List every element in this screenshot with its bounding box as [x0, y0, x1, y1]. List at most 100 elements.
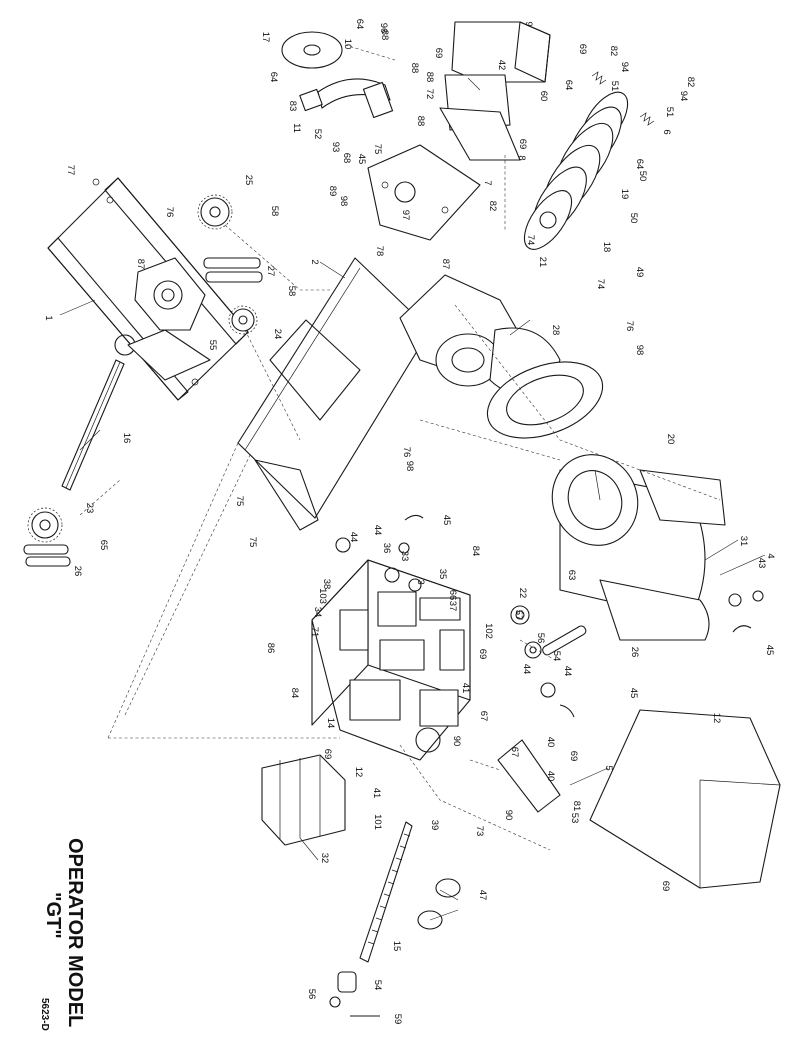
part-label-98-1: 98 [338, 196, 349, 207]
part-label-47: 47 [477, 890, 488, 901]
part-label-76-3: 76 [401, 447, 412, 458]
motor-31 [551, 454, 726, 641]
part-label-82-3: 82 [487, 201, 498, 212]
roller-chains [23, 257, 587, 656]
misc-hardware-right [510, 590, 764, 718]
part-label-58-2: 58 [286, 286, 297, 297]
threaded-rod [359, 821, 413, 963]
part-label-12-2: 12 [353, 767, 364, 778]
springs-51 [591, 71, 655, 126]
part-label-58-1: 58 [269, 206, 280, 217]
part-label-84-2: 84 [289, 688, 300, 699]
part-label-76-1: 76 [164, 207, 175, 218]
pulley-17 [281, 31, 343, 69]
part-label-63: 63 [566, 570, 577, 581]
part-label-5: 5 [603, 765, 614, 770]
part-label-54-1: 54 [372, 980, 383, 991]
part-label-72: 72 [424, 89, 435, 100]
part-label-56-2: 56 [535, 633, 546, 644]
part-label-19: 19 [619, 189, 630, 200]
part-label-90-1: 90 [451, 736, 462, 747]
part-label-87-1: 87 [135, 259, 146, 270]
part-label-88-1: 88 [379, 30, 390, 41]
brake-disc-stack [523, 91, 629, 250]
part-label-93: 93 [330, 142, 341, 153]
part-label-73: 73 [474, 826, 485, 837]
part-label-64-4: 64 [634, 159, 645, 170]
part-label-69-6: 69 [568, 751, 579, 762]
part-label-94-1: 94 [619, 62, 630, 73]
part-label-49: 49 [634, 267, 645, 278]
part-label-88-2: 88 [409, 63, 420, 74]
part-label-81: 81 [571, 801, 582, 812]
part-label-4: 4 [765, 553, 776, 558]
part-label-12-1: 12 [711, 713, 722, 724]
part-label-94-2: 94 [678, 91, 689, 102]
part-label-59: 59 [392, 1014, 403, 1025]
part-label-89: 89 [327, 186, 338, 197]
control-chassis [311, 559, 471, 761]
part-label-40-1: 40 [545, 737, 556, 748]
gear-reducer [399, 274, 604, 439]
part-label-75-2: 75 [234, 496, 245, 507]
part-label-27: 27 [265, 266, 276, 277]
alignment-lines [79, 44, 721, 851]
part-label-86: 86 [265, 643, 276, 654]
sprocket-24 [228, 305, 258, 335]
brake-clamp [299, 78, 394, 119]
part-label-16: 16 [121, 433, 132, 444]
part-label-38: 38 [321, 579, 332, 590]
part-label-54-2: 54 [551, 651, 562, 662]
part-label-74-1: 74 [525, 235, 536, 246]
part-label-55: 55 [207, 340, 218, 351]
title-line1: OPERATOR MODEL [64, 838, 86, 1028]
part-label-64-1: 64 [354, 19, 365, 30]
part-label-101: 101 [372, 814, 383, 830]
part-label-6: 6 [661, 129, 672, 134]
part-label-69-4: 69 [477, 649, 488, 660]
part-label-14: 14 [325, 718, 336, 729]
part-label-23: 23 [84, 503, 95, 514]
part-label-53: 53 [569, 813, 580, 824]
cover-9 [451, 21, 551, 83]
part-label-8: 8 [516, 155, 527, 160]
part-label-64-2: 64 [268, 72, 279, 83]
part-label-88-3: 88 [424, 72, 435, 83]
part-label-10: 10 [342, 39, 353, 50]
part-label-102: 102 [483, 623, 494, 639]
part-label-84-1: 84 [470, 546, 481, 557]
part-label-7: 7 [482, 180, 493, 185]
part-label-67-1: 67 [478, 711, 489, 722]
part-label-44-2: 44 [372, 525, 383, 536]
part-label-50-2: 50 [628, 213, 639, 224]
part-label-33: 33 [399, 551, 410, 562]
part-label-82-1: 82 [608, 46, 619, 57]
part-label-75-1: 75 [372, 144, 383, 155]
part-label-96: 96 [378, 23, 389, 34]
part-label-71: 71 [309, 627, 320, 638]
part-label-22: 22 [517, 588, 528, 599]
part-label-51-2: 51 [664, 107, 675, 118]
part-label-87-2: 87 [440, 259, 451, 270]
part-label-78: 78 [374, 246, 385, 257]
part-label-1: 1 [43, 315, 54, 320]
part-label-57: 57 [513, 610, 524, 621]
part-label-41-2: 41 [371, 788, 382, 799]
part-label-45-1: 45 [441, 515, 452, 526]
cover-4 [589, 709, 781, 889]
limit-bar [497, 739, 561, 813]
part-label-97: 97 [400, 210, 411, 221]
part-label-50-1: 50 [637, 171, 648, 182]
part-label-24: 24 [272, 329, 283, 340]
part-label-88-4: 88 [415, 116, 426, 127]
part-label-26-2: 26 [629, 647, 640, 658]
part-label-11: 11 [291, 123, 302, 133]
part-label-31: 31 [738, 536, 749, 547]
part-label-32: 32 [319, 853, 330, 864]
part-label-77: 77 [65, 165, 76, 176]
part-label-45-3: 45 [628, 688, 639, 699]
part-label-21: 21 [537, 257, 548, 268]
part-label-3: 3 [415, 579, 426, 584]
part-label-69-5: 69 [322, 749, 333, 760]
